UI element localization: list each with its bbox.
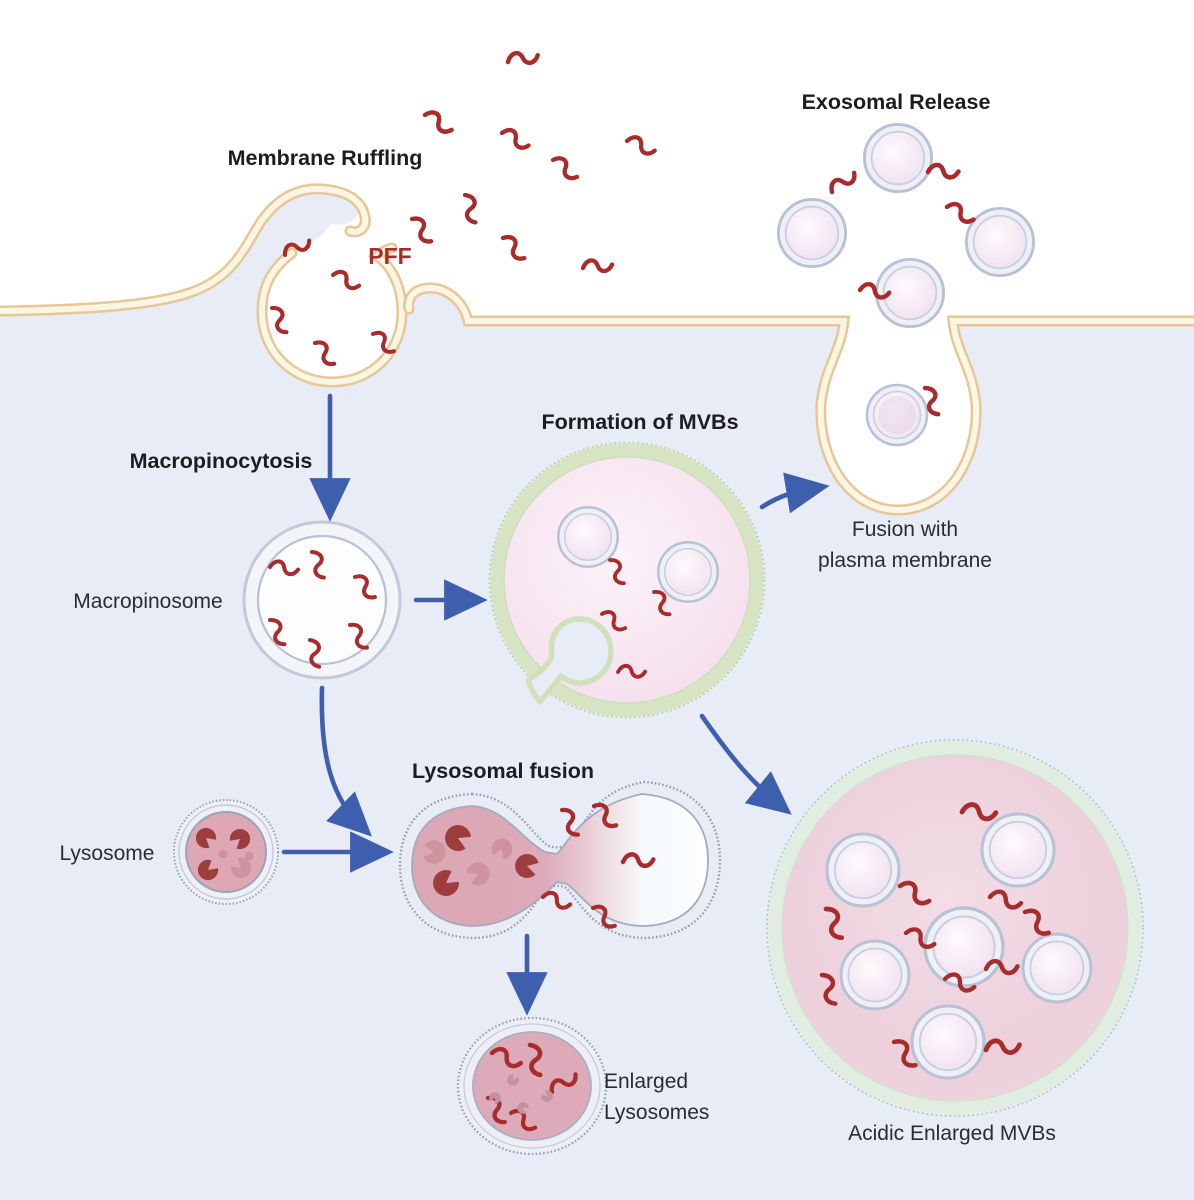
membrane-pocket bbox=[256, 242, 408, 388]
label-lysosomal-fusion: Lysosomal fusion bbox=[412, 759, 594, 783]
fusion-lumen bbox=[411, 793, 709, 927]
arrow-mvb-to-plasma-membrane bbox=[759, 472, 830, 514]
exosome-vesicle bbox=[964, 206, 1036, 278]
pathway-arrows bbox=[281, 393, 830, 1016]
exosome-acidic-tint bbox=[878, 396, 916, 434]
label-macropinosome: Macropinosome bbox=[73, 590, 222, 613]
acidic-mvb-vesicle bbox=[923, 906, 1005, 988]
mvb-inner-vesicle bbox=[657, 541, 719, 603]
label-acidic-enlarged-mvbs: Acidic Enlarged MVBs bbox=[848, 1122, 1056, 1145]
label-fusion-line1: Fusion with bbox=[852, 518, 958, 541]
label-membrane-ruffling: Membrane Ruffling bbox=[228, 146, 423, 170]
label-enlarged-lysosomes-line1: Enlarged bbox=[604, 1070, 688, 1093]
arrow-macropinosome-to-fusion bbox=[319, 685, 372, 837]
membrane-main-and-pit bbox=[403, 282, 1194, 516]
acidic-mvb-vesicle bbox=[980, 812, 1056, 888]
acidic-enlarged-mvb bbox=[766, 739, 1144, 1117]
label-macropinocytosis: Macropinocytosis bbox=[130, 449, 313, 473]
label-exosomal-release: Exosomal Release bbox=[802, 90, 991, 114]
exosomes bbox=[776, 122, 1036, 447]
mvb bbox=[488, 441, 766, 719]
enlarged-lysosome bbox=[456, 1016, 608, 1156]
label-formation-of-mvbs: Formation of MVBs bbox=[541, 410, 738, 434]
mvb-invagination-cup bbox=[525, 616, 614, 705]
acidic-mvb-vesicle bbox=[1021, 932, 1093, 1004]
lysosome bbox=[173, 799, 279, 905]
acidic-mvb-vesicle bbox=[825, 832, 901, 908]
ruffle-fold-interior bbox=[262, 196, 358, 253]
exosome-vesicle bbox=[776, 197, 848, 269]
label-fusion-line2: plasma membrane bbox=[818, 549, 992, 572]
exosome-vesicle bbox=[862, 122, 934, 194]
label-pff: PFF bbox=[368, 243, 411, 269]
acidic-mvb-vesicle bbox=[910, 1004, 986, 1080]
acidic-mvb-vesicle bbox=[839, 939, 911, 1011]
label-lysosome: Lysosome bbox=[60, 842, 155, 865]
lysosome-enzymes bbox=[191, 823, 256, 885]
lysosomal-fusion-body bbox=[398, 780, 722, 940]
mvb-inner-vesicle bbox=[557, 506, 619, 568]
membrane-ruffle-wave bbox=[0, 183, 371, 317]
macropinosome bbox=[242, 520, 402, 680]
arrow-mvb-to-acidic-mvb bbox=[699, 713, 792, 815]
plasma-membrane bbox=[0, 183, 1194, 516]
label-enlarged-lysosomes-line2: Lysosomes bbox=[604, 1101, 709, 1124]
